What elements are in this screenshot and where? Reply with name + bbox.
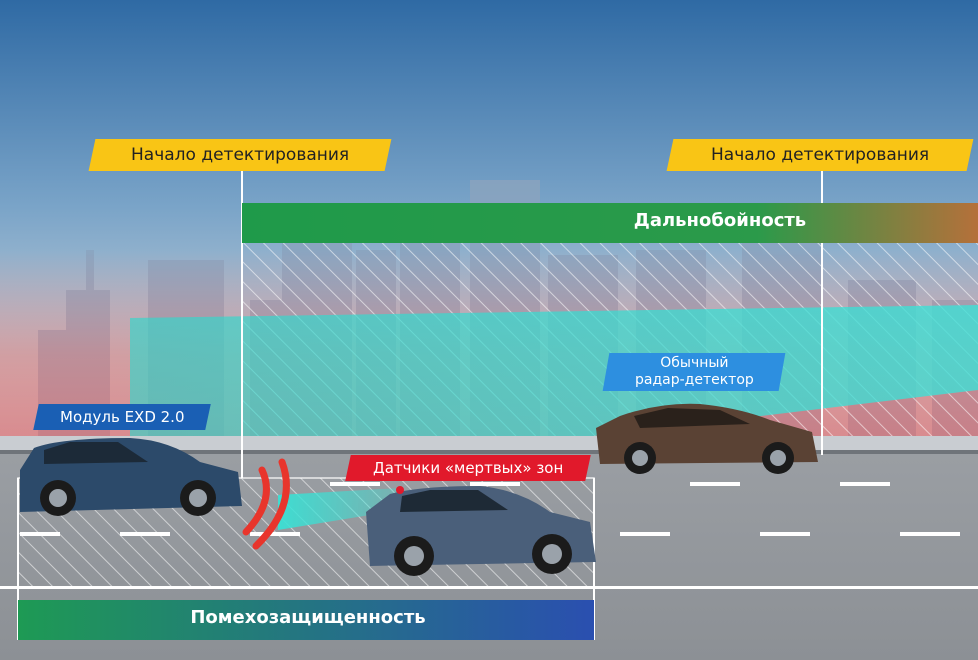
detection-start-label-right: Начало детектирования (666, 139, 974, 171)
module-label: Модуль EXD 2.0 (33, 404, 211, 430)
noise-immunity-bar-label: Помехозащищенность (190, 607, 426, 628)
detection-start-label-left: Начало детектирования (88, 139, 392, 171)
blind-spot-label: Датчики «мертвых» зон (345, 455, 591, 481)
crossover-gray-blue-icon (366, 486, 596, 576)
suv-dark-blue-icon (20, 438, 242, 516)
blind-spot-beam (278, 488, 400, 530)
range-bar-label: Дальнобойность (633, 210, 807, 231)
sedan-brown-icon (596, 403, 818, 474)
radar-waves-icon (242, 458, 290, 550)
noise-immunity-bar (18, 600, 594, 640)
regular-detector-label: Обычный радар-детектор (602, 353, 786, 391)
exd-radar-beam (130, 305, 978, 478)
range-bar (242, 203, 978, 243)
